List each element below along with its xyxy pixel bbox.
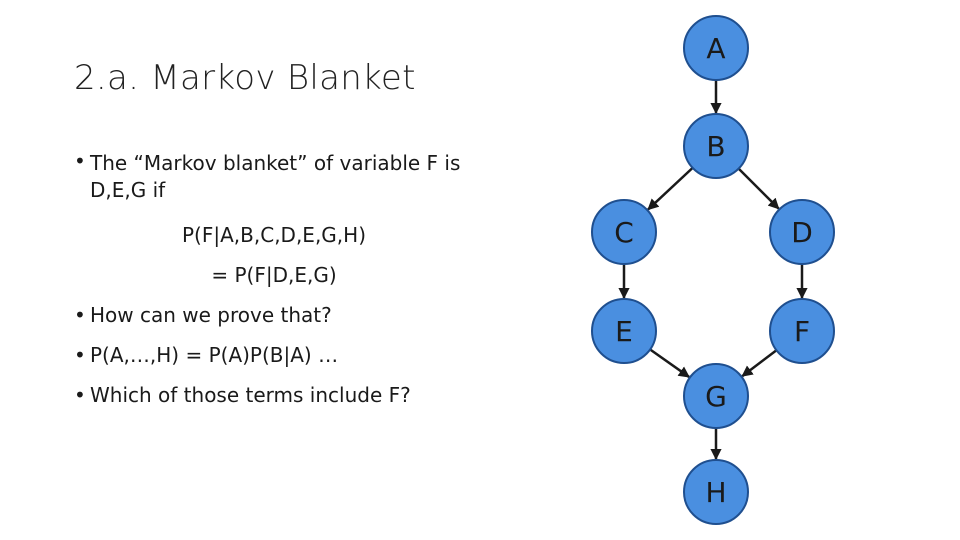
node-label: G [705, 380, 727, 413]
bullet-item-factorization: • P(A,…,H) = P(A)P(B|A) … [74, 335, 544, 375]
node-circle [683, 363, 749, 429]
bullet-item-markov-blanket: • The “Markov blanket” of variable F is [74, 148, 544, 176]
node-layer: A B C D E F G H [591, 15, 835, 525]
node-label: D [791, 216, 813, 249]
node-c: C [591, 199, 657, 265]
node-circle [683, 459, 749, 525]
node-label: C [614, 216, 634, 249]
node-label: F [794, 315, 810, 348]
node-circle [683, 15, 749, 81]
bullet-dot-icon: • [74, 343, 86, 367]
node-circle [769, 199, 835, 265]
bullet-item-terms: • Which of those terms include F? [74, 375, 544, 415]
node-h: H [683, 459, 749, 525]
node-e: E [591, 298, 657, 364]
edge-b-d [737, 167, 780, 210]
bullet-dot-icon: • [74, 149, 86, 173]
bullet-dot-icon: • [74, 383, 86, 407]
node-circle [591, 298, 657, 364]
node-d: D [769, 199, 835, 265]
edge-e-g [649, 348, 690, 378]
bullet-text: The “Markov blanket” of variable F is [90, 151, 461, 175]
bullet-dot-icon: • [74, 303, 86, 327]
bullet-list: • The “Markov blanket” of variable F is … [74, 148, 544, 415]
bullet-text: P(A,…,H) = P(A)P(B|A) … [90, 343, 339, 367]
bullet-continuation: D,E,G if [90, 178, 166, 202]
bullet-text: Which of those terms include F? [90, 383, 411, 407]
edge-b-c [647, 166, 694, 211]
node-b: B [683, 113, 749, 179]
bullet-item-prove: • How can we prove that? [74, 295, 544, 335]
node-a: A [683, 15, 749, 81]
node-f: F [769, 298, 835, 364]
node-label: E [615, 315, 633, 348]
bullet-text: How can we prove that? [90, 303, 332, 327]
equation-line-2: = P(F|D,E,G) [211, 263, 337, 287]
node-circle [591, 199, 657, 265]
node-g: G [683, 363, 749, 429]
edge-f-g [741, 349, 778, 378]
node-label: B [706, 130, 725, 163]
equation-line-1: P(F|A,B,C,D,E,G,H) [182, 223, 366, 247]
node-circle [769, 298, 835, 364]
edge-layer [618, 80, 808, 461]
node-circle [683, 113, 749, 179]
slide-title: 2.a. Markov Blanket [74, 58, 416, 98]
node-label: H [705, 476, 726, 509]
node-label: A [706, 32, 725, 65]
